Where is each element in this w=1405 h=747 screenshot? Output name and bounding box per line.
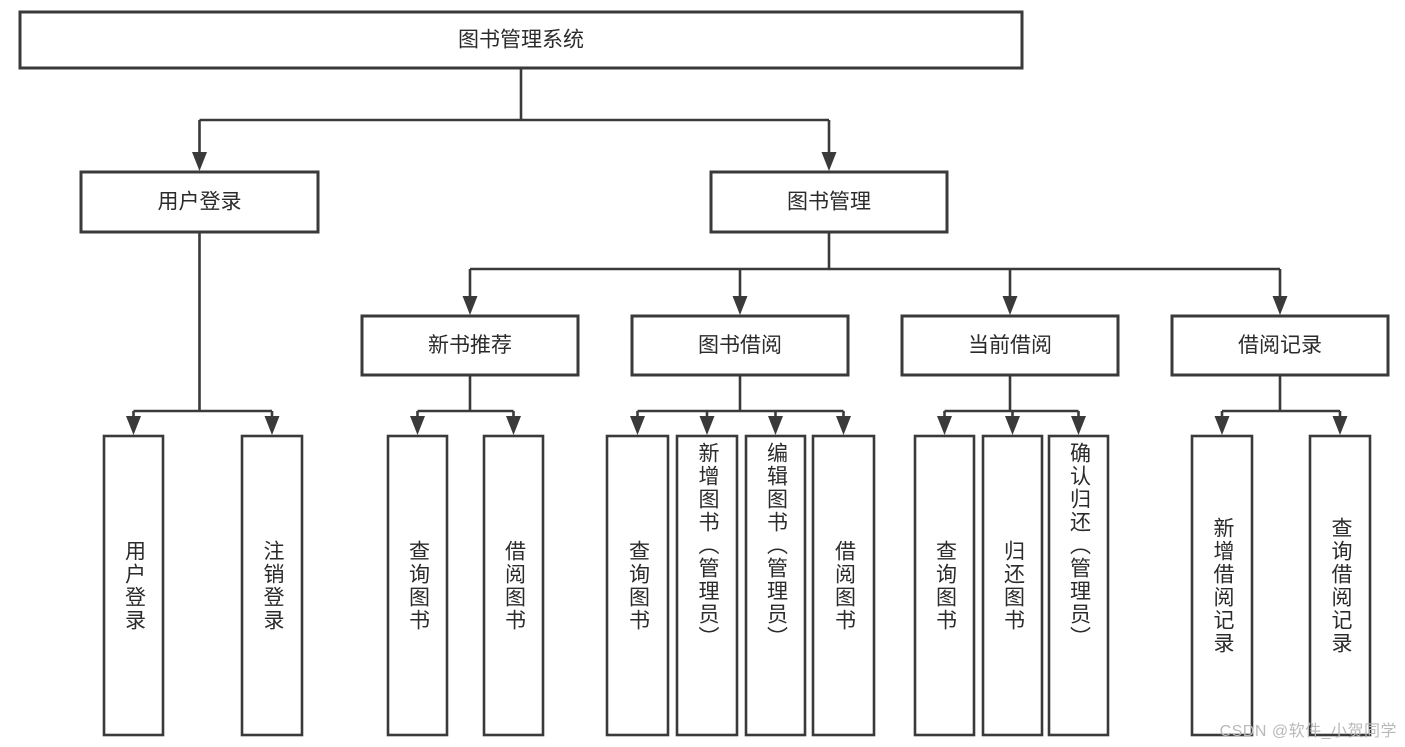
node-box-leaf-query-book-3[interactable] (913, 434, 976, 737)
arrow-head-new-book-recommend-0 (410, 416, 425, 435)
arrow-head-book-management-3 (1272, 296, 1288, 315)
node-box-book-borrow[interactable] (630, 314, 850, 377)
arrow-head-current-borrow-1 (1005, 416, 1020, 435)
arrow-head-root-0 (192, 152, 207, 171)
arrow-head-current-borrow-2 (1071, 416, 1086, 435)
node-boxes (18, 10, 1390, 737)
node-label-current-borrow: 当前借阅 (968, 334, 1052, 357)
watermark-text: CSDN @软件_小贺同学 (1219, 723, 1397, 740)
node-box-user-login[interactable] (79, 170, 320, 234)
node-label-root: 图书管理系统 (458, 29, 584, 52)
arrow-head-borrow-record-0 (1214, 416, 1230, 435)
node-label-borrow-record: 借阅记录 (1238, 334, 1322, 357)
node-box-leaf-confirm-return[interactable] (1047, 434, 1110, 737)
node-box-leaf-add-book[interactable] (675, 434, 739, 737)
node-label-user-login: 用户登录 (158, 191, 242, 214)
arrow-head-user-login-0 (126, 416, 141, 435)
node-label-book-management: 图书管理 (787, 191, 871, 214)
node-label-book-borrow: 图书借阅 (698, 334, 782, 357)
node-box-leaf-borrow-book-2[interactable] (811, 434, 876, 737)
node-box-borrow-record[interactable] (1170, 314, 1390, 377)
arrow-head-borrow-record-1 (1332, 416, 1348, 435)
node-box-book-management[interactable] (709, 170, 949, 234)
node-box-current-borrow[interactable] (900, 314, 1120, 377)
arrow-head-book-borrow-0 (630, 416, 645, 435)
arrow-head-book-management-2 (1002, 296, 1018, 315)
arrow-head-book-borrow-2 (768, 416, 783, 435)
node-box-leaf-user-login[interactable] (102, 434, 165, 737)
node-box-leaf-query-borrow-record[interactable] (1308, 434, 1372, 737)
node-label-new-book-recommend: 新书推荐 (428, 334, 512, 357)
node-box-leaf-borrow-book-1[interactable] (482, 434, 545, 737)
arrow-head-book-borrow-1 (699, 416, 715, 435)
arrow-head-new-book-recommend-1 (506, 416, 521, 435)
arrow-head-current-borrow-0 (937, 416, 952, 435)
arrow-head-root-1 (821, 152, 837, 171)
node-box-new-book-recommend[interactable] (360, 314, 580, 377)
arrow-head-user-login-1 (264, 416, 280, 435)
node-box-leaf-return-book[interactable] (981, 434, 1044, 737)
node-box-root[interactable] (18, 10, 1024, 70)
node-box-leaf-edit-book[interactable] (744, 434, 807, 737)
node-box-leaf-logout[interactable] (240, 434, 304, 737)
node-box-leaf-query-book-1[interactable] (386, 434, 449, 737)
connector-edges (126, 68, 1348, 435)
node-box-leaf-query-book-2[interactable] (605, 434, 670, 737)
arrow-head-book-management-1 (732, 296, 748, 315)
arrow-head-book-borrow-3 (836, 416, 851, 435)
arrow-head-book-management-0 (462, 296, 478, 315)
node-box-leaf-add-borrow-record[interactable] (1190, 434, 1254, 737)
